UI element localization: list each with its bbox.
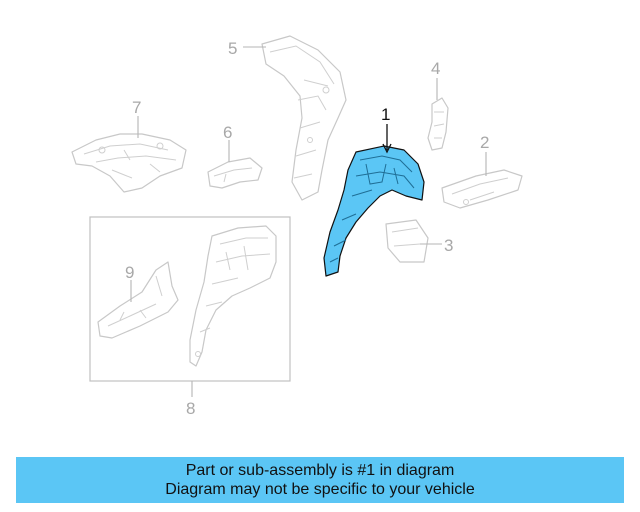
callout-8: 8 <box>186 399 195 418</box>
callout-1: 1 <box>381 105 390 124</box>
subassembly-8-box <box>89 216 291 382</box>
part-8-inner-panel <box>189 225 277 367</box>
callout-5: 5 <box>228 39 237 58</box>
callout-9: 9 <box>125 263 134 282</box>
part-6-bracket <box>207 157 263 189</box>
part-2-plate <box>441 169 523 209</box>
parts-diagram: 5 4 7 6 2 3 1 <box>71 35 523 418</box>
part-3-bracket <box>385 219 429 263</box>
part-9-panel <box>97 261 179 339</box>
banner-line-2: Diagram may not be specific to your vehi… <box>165 481 475 498</box>
banner-line-1: Part or sub-assembly is #1 in diagram <box>185 462 455 479</box>
info-banner: Part or sub-assembly is #1 in diagram Di… <box>16 457 624 503</box>
part-5-pillar <box>261 35 347 201</box>
part-4-bracket <box>427 97 449 151</box>
part-7-panel <box>71 133 187 193</box>
callout-6: 6 <box>223 123 232 142</box>
callout-3: 3 <box>444 236 453 255</box>
callout-7: 7 <box>132 98 141 117</box>
callout-4: 4 <box>431 59 440 78</box>
callout-2: 2 <box>480 133 489 152</box>
part-1-wheelhouse-highlighted <box>323 145 425 277</box>
